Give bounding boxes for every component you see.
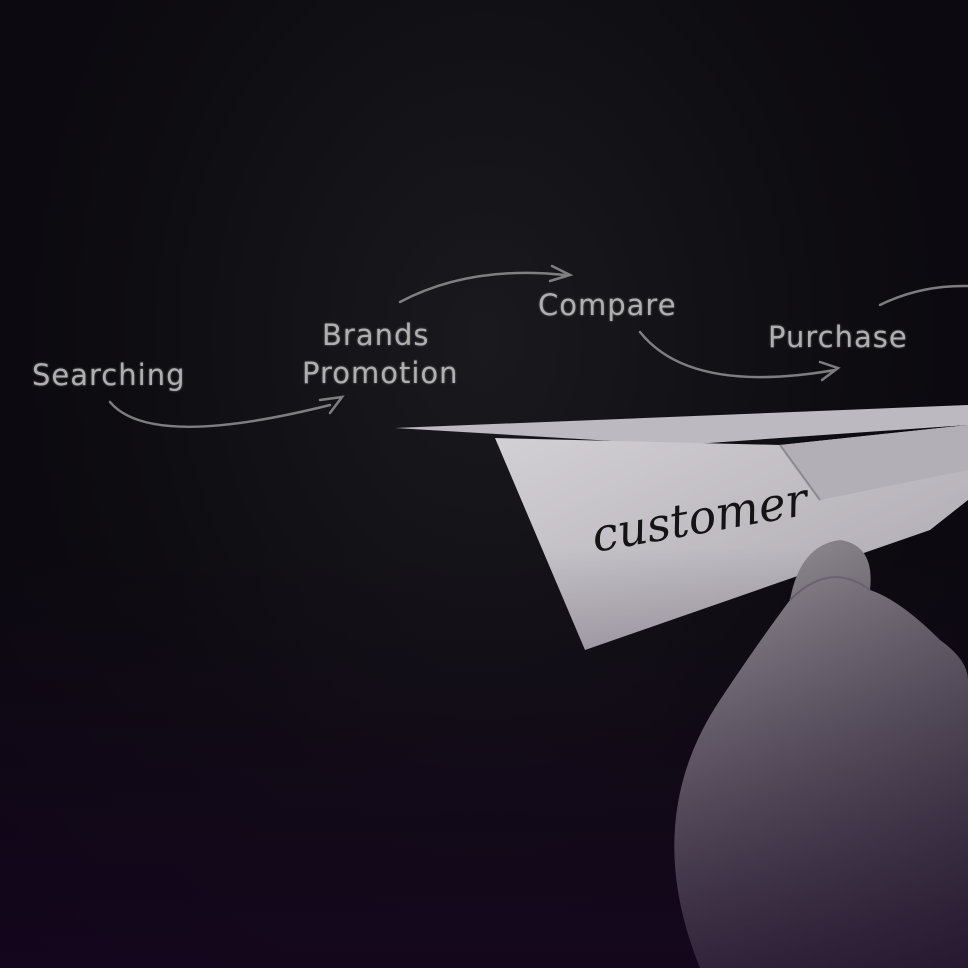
arrow-brands-to-compare [398,271,567,304]
arrowhead [318,395,345,415]
plane-top-wing [395,405,968,445]
step-brands: Brands [322,318,430,352]
step-purchase: Purchase [768,320,908,354]
arrowhead [548,264,574,283]
arrowhead [818,360,841,382]
step-compare: Compare [538,288,677,322]
step-promotion: Promotion [302,356,459,390]
step-searching: Searching [32,358,186,392]
plane-fold [780,425,968,500]
arrow-compare-to-purchase [638,330,837,379]
arrow-continues [878,284,968,307]
arrow-searching-to-brands [108,400,332,428]
hand [674,540,968,968]
